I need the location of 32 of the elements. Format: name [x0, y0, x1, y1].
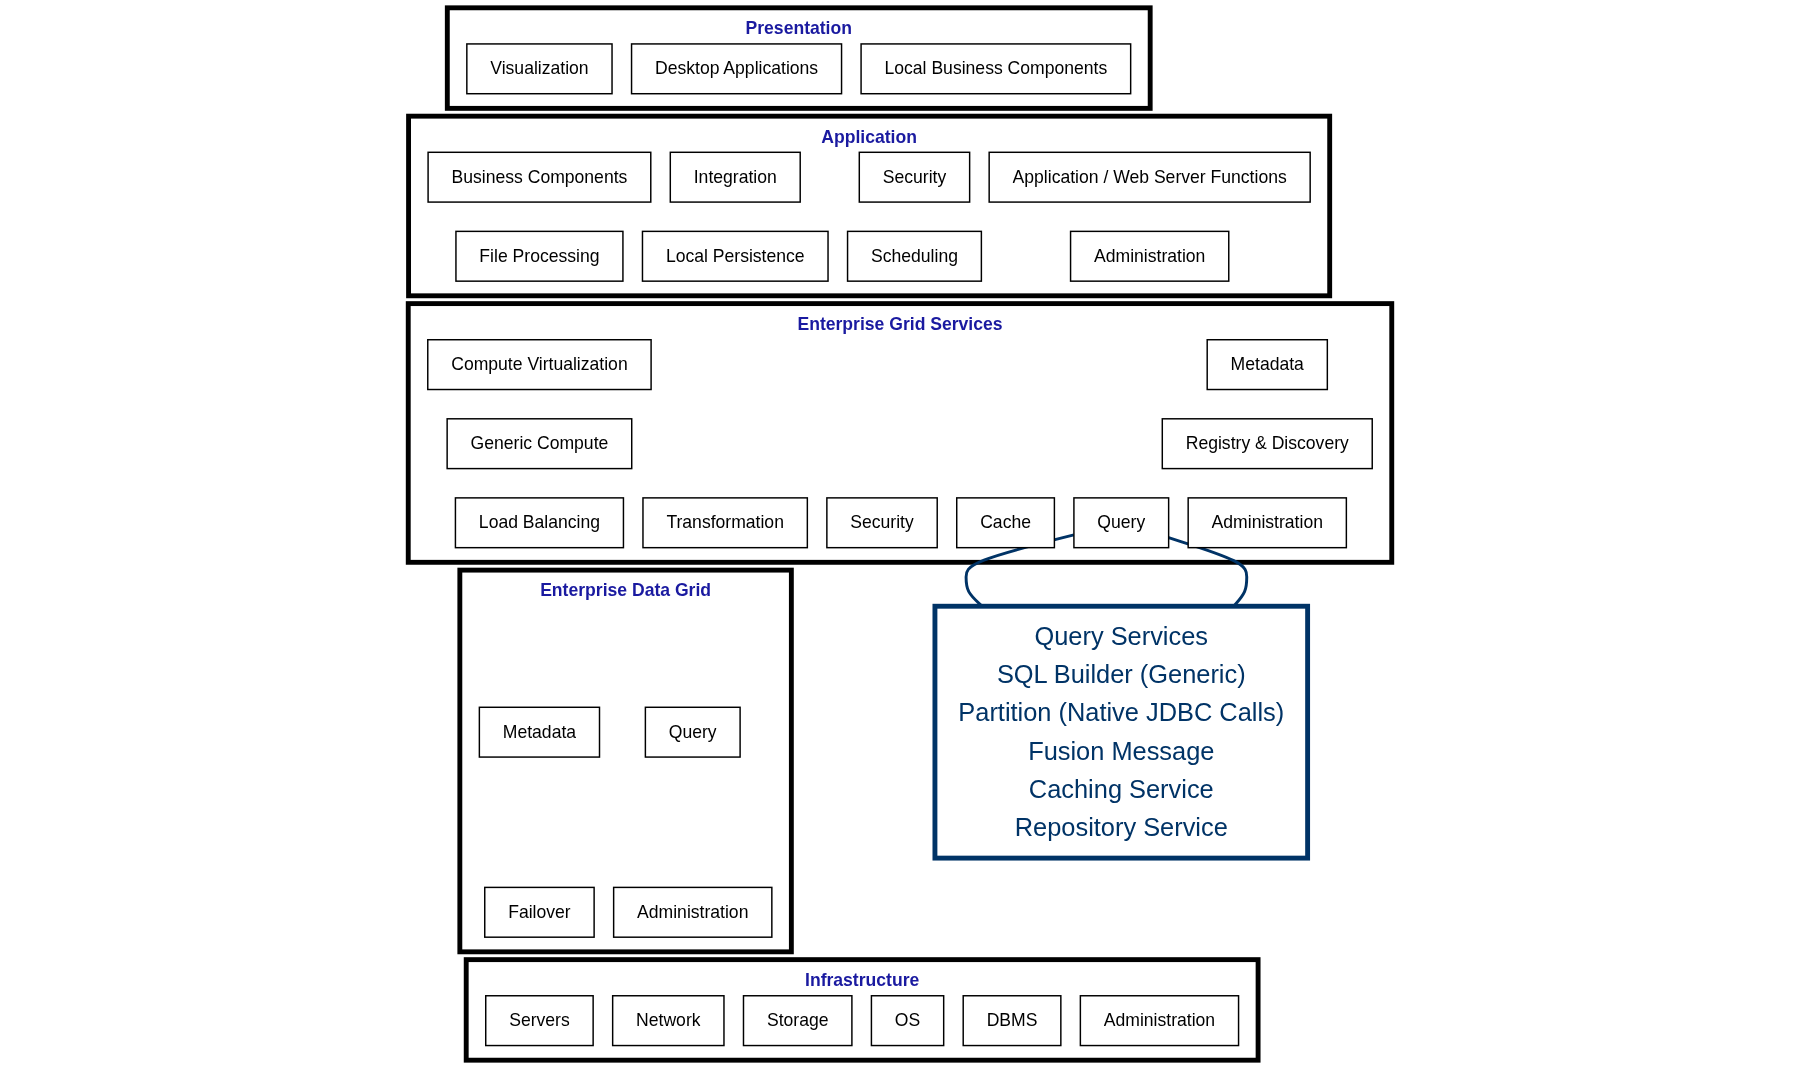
node-box: Load Balancing — [454, 497, 625, 549]
node-box: Business Components — [427, 151, 652, 203]
node-box: Cache — [956, 497, 1056, 549]
node-box: Query — [644, 706, 741, 758]
node-box: DBMS — [962, 995, 1062, 1047]
node-box: Local Persistence — [641, 230, 829, 282]
node-box: Application / Web Server Functions — [988, 151, 1311, 203]
node-box: Servers — [485, 995, 594, 1047]
node-box: Query Services SQL Builder (Generic) Partition (Native JDBC Calls) Fusion Message Caching Service Repository Service — [932, 603, 1311, 861]
node-box: Desktop Applications — [630, 43, 843, 95]
node-box: Query — [1073, 497, 1170, 549]
node-box: Visualization — [466, 43, 613, 95]
node-box: Registry & Discovery — [1161, 418, 1373, 470]
node-box: Administration — [1069, 230, 1230, 282]
node-box: Integration — [669, 151, 801, 203]
node-box: Administration — [1187, 497, 1348, 549]
node-box: File Processing — [455, 230, 624, 282]
node-box: Scheduling — [846, 230, 983, 282]
node-box: OS — [870, 995, 945, 1047]
node-box: Metadata — [478, 706, 601, 758]
node-box: Administration — [612, 886, 773, 938]
node-box: Network — [611, 995, 725, 1047]
node-box: Transformation — [642, 497, 809, 549]
node-box: Metadata — [1206, 339, 1329, 391]
node-box: Administration — [1079, 995, 1240, 1047]
node-box: Security — [858, 151, 971, 203]
node-box: Storage — [742, 995, 853, 1047]
node-box: Security — [826, 497, 938, 549]
node-box: Compute Virtualization — [427, 339, 652, 391]
node-box: Failover — [484, 886, 595, 938]
node-box: Local Business Components — [860, 43, 1132, 95]
node-box: Generic Compute — [446, 418, 633, 470]
